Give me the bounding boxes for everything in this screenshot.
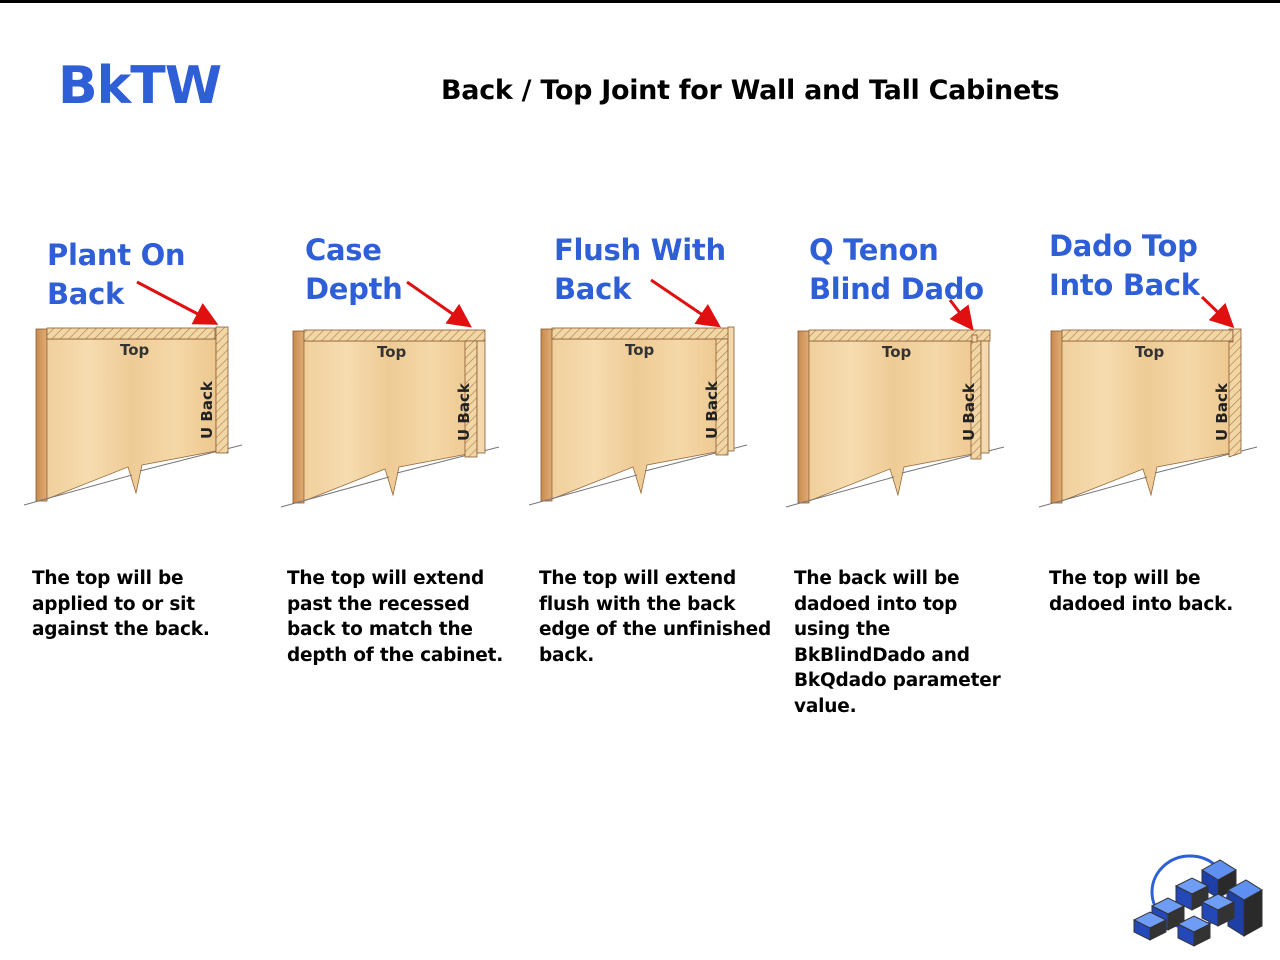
- description-plant-on-back: The top will be applied to or sit agains…: [32, 566, 210, 643]
- top-panel: [303, 329, 486, 342]
- heading-line: Case: [305, 233, 382, 267]
- side-extension: [727, 326, 735, 452]
- top-panel: [551, 327, 734, 340]
- cabinet-diagram: Top U Back: [280, 280, 500, 508]
- heading-line: Plant On: [47, 238, 186, 272]
- description-line: The top will be: [32, 568, 184, 589]
- description-line: The top will extend: [287, 568, 485, 589]
- description-line: The top will be: [1049, 568, 1201, 589]
- heading-line: Back: [554, 272, 631, 306]
- description-line: flush with the back: [539, 593, 736, 615]
- description-line: back to match the: [287, 619, 473, 641]
- description-line: The top will extend: [539, 568, 737, 589]
- top-label: Top: [625, 341, 655, 359]
- heading-case-depth: Case Depth: [305, 231, 403, 309]
- description-case-depth: The top will extend past the recessed ba…: [287, 566, 503, 668]
- description-line: BkQdado parameter: [794, 670, 1001, 692]
- heading-line: Back: [47, 277, 124, 311]
- page-title: Back / Top Joint for Wall and Tall Cabin…: [441, 75, 1060, 106]
- side-panel: [35, 328, 48, 502]
- heading-line: Blind Dado: [809, 272, 984, 306]
- description-line: using the: [794, 619, 891, 641]
- description-line: back.: [539, 644, 595, 666]
- pointer-arrow-icon: [136, 280, 219, 325]
- description-q-tenon-blind-dado: The back will be dadoed into top using t…: [794, 566, 1001, 720]
- cabinet-diagram: Top U Back: [785, 299, 1005, 508]
- description-line: edge of the unfinished: [539, 619, 772, 641]
- back-label: U Back: [703, 380, 721, 439]
- heading-flush-with-back: Flush With Back: [554, 231, 726, 309]
- break-line: [23, 474, 133, 506]
- heading-plant-on-back: Plant On Back: [47, 236, 186, 314]
- side-extension: [980, 340, 990, 454]
- top-panel: [808, 329, 991, 342]
- back-label: U Back: [960, 382, 978, 441]
- top-label: Top: [120, 341, 150, 359]
- break-line: [280, 476, 390, 508]
- heading-q-tenon-blind-dado: Q Tenon Blind Dado: [809, 231, 984, 309]
- tenon: [971, 334, 978, 343]
- case-extension: [476, 340, 486, 454]
- break-line: [785, 476, 895, 508]
- description-line: The back will be: [794, 568, 960, 589]
- heading-dado-top-into-back: Dado Top Into Back: [1049, 227, 1200, 305]
- description-line: against the back.: [32, 619, 210, 641]
- description-line: applied to or sit: [32, 593, 195, 615]
- back-label: U Back: [455, 382, 473, 441]
- pointer-arrow-icon: [948, 299, 974, 331]
- description-flush-with-back: The top will extend flush with the back …: [539, 566, 771, 668]
- heading-line: Flush With: [554, 233, 726, 267]
- heading-line: Depth: [305, 272, 403, 306]
- break-line: [528, 474, 638, 506]
- heading-line: Q Tenon: [809, 233, 939, 267]
- side-panel: [1050, 330, 1063, 504]
- blue-cubes-logo-icon: [1132, 854, 1263, 947]
- top-label: Top: [1135, 343, 1165, 361]
- description-line: value.: [794, 695, 857, 717]
- back-label: U Back: [198, 380, 216, 439]
- description-line: BkBlindDado and: [794, 644, 970, 666]
- cabinet-diagram: Top U Back: [528, 278, 748, 506]
- side-panel: [540, 328, 553, 502]
- top-rule: [0, 0, 1280, 3]
- top-panel: [46, 327, 216, 340]
- top-panel: [1061, 329, 1234, 342]
- pointer-arrow-icon: [650, 278, 721, 328]
- top-label: Top: [882, 343, 912, 361]
- side-panel: [292, 330, 305, 504]
- back-label: U Back: [1213, 382, 1231, 441]
- description-line: past the recessed: [287, 593, 470, 615]
- back-panel: [1228, 328, 1242, 458]
- back-panel: [215, 326, 229, 454]
- heading-line: Into Back: [1049, 268, 1200, 302]
- cabinet-diagram: Top U Back: [1038, 295, 1258, 508]
- pointer-arrow-icon: [1200, 295, 1235, 329]
- side-panel: [797, 330, 810, 504]
- code-title: BkTW: [58, 56, 222, 116]
- break-line: [1038, 476, 1148, 508]
- cabinet-diagram: Top U Back: [23, 280, 243, 506]
- description-line: dadoed into back.: [1049, 593, 1234, 615]
- description-line: dadoed into top: [794, 593, 958, 615]
- top-label: Top: [377, 343, 407, 361]
- description-line: depth of the cabinet.: [287, 644, 504, 666]
- pointer-arrow-icon: [406, 280, 472, 328]
- description-dado-top-into-back: The top will be dadoed into back.: [1049, 566, 1233, 617]
- heading-line: Dado Top: [1049, 229, 1198, 263]
